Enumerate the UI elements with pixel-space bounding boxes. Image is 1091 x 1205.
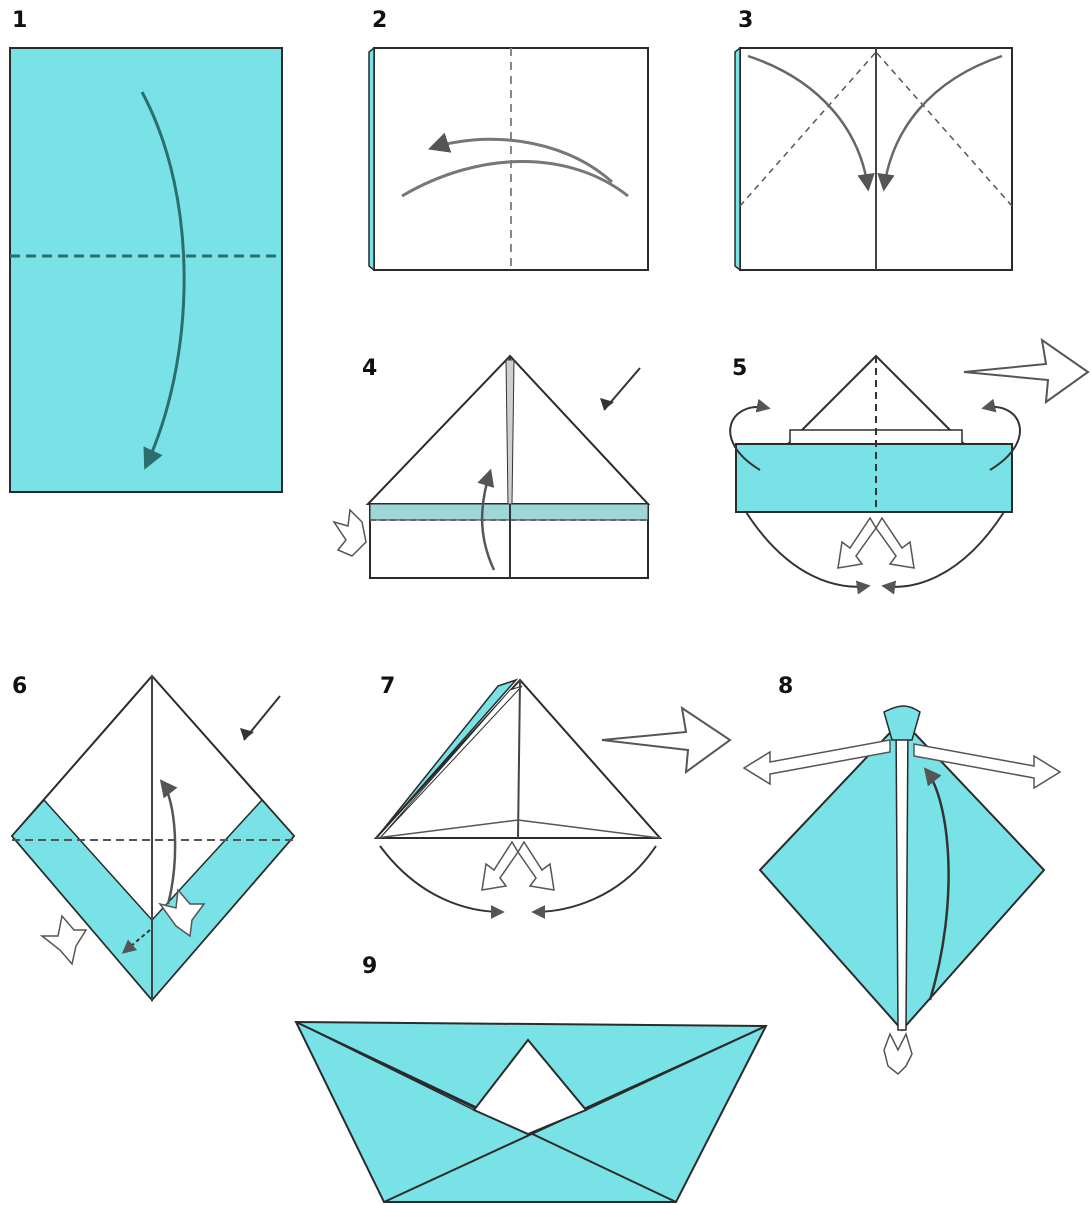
step-6-fold-bottom-up-both-sides-icon bbox=[12, 676, 294, 1000]
step-4-fold-bottom-edge-up-icon bbox=[334, 356, 648, 578]
step-5-tuck-corners-open-out-icon bbox=[730, 340, 1088, 587]
step-7-open-and-flatten-icon bbox=[376, 680, 730, 912]
step-3-fold-corners-to-center-icon bbox=[735, 48, 1012, 270]
step-8-pull-sides-apart-icon bbox=[744, 706, 1060, 1074]
step-9-finished-paper-boat-icon bbox=[296, 1022, 766, 1202]
step-1-fold-paper-in-half-down-icon bbox=[10, 48, 282, 492]
step-2-fold-in-half-left-icon bbox=[369, 48, 648, 270]
